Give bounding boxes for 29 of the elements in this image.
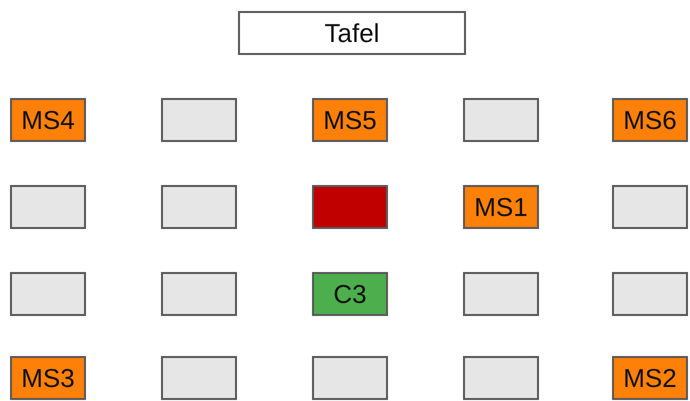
desk-box xyxy=(463,185,539,229)
seat-label: MS5 xyxy=(323,107,377,133)
desk-box xyxy=(161,356,237,400)
desk-box xyxy=(612,356,688,400)
desk-box xyxy=(10,98,86,142)
seat-label: MS2 xyxy=(623,365,677,391)
seat-label: MS4 xyxy=(21,107,75,133)
desk-box xyxy=(463,272,539,316)
desk-box xyxy=(161,272,237,316)
seat-label: MS6 xyxy=(623,107,677,133)
desk-box xyxy=(612,98,688,142)
seat-label: MS3 xyxy=(21,365,75,391)
desk-box xyxy=(312,356,388,400)
board-label: Tafel xyxy=(324,20,380,46)
seat-label: MS1 xyxy=(474,194,528,220)
desk-box xyxy=(612,272,688,316)
desk-box xyxy=(463,98,539,142)
desk-box xyxy=(463,356,539,400)
desk-box xyxy=(161,98,237,142)
desk-box xyxy=(10,185,86,229)
seat-label: C3 xyxy=(333,281,367,307)
board-box xyxy=(238,11,466,55)
desk-box xyxy=(161,185,237,229)
desk-box xyxy=(612,185,688,229)
desk-box xyxy=(10,272,86,316)
desk-box xyxy=(312,272,388,316)
desk-box xyxy=(312,98,388,142)
desk-box xyxy=(10,356,86,400)
desk-box xyxy=(312,185,388,229)
